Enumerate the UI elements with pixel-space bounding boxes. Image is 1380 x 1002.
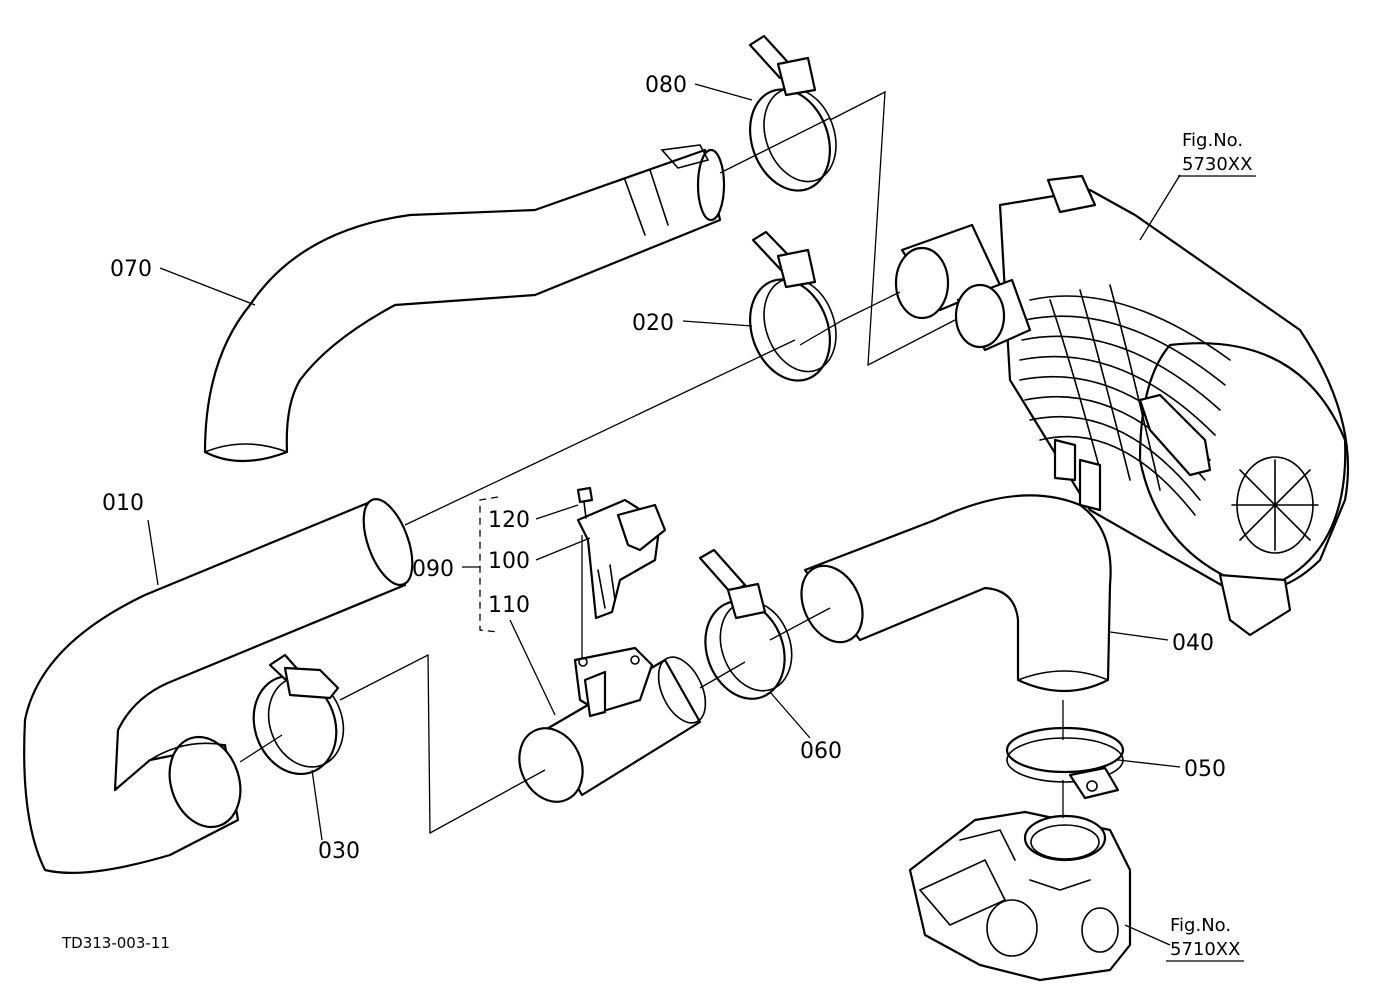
- part-050-band-clamp[interactable]: [1005, 726, 1125, 800]
- drawing-id: TD313-003-11: [61, 934, 170, 952]
- label-040[interactable]: 040: [1172, 631, 1214, 656]
- label-020[interactable]: 020: [632, 311, 674, 336]
- label-010[interactable]: 010: [102, 491, 144, 516]
- air-cleaner-assembly: [894, 174, 1350, 637]
- connection-lines: [147, 83, 1181, 946]
- label-100[interactable]: 100: [488, 549, 530, 574]
- label-070[interactable]: 070: [110, 257, 152, 282]
- part-010-lower-hose[interactable]: [23, 493, 422, 874]
- part-080-clamp[interactable]: [737, 34, 849, 202]
- throttle-body-assembly: [908, 810, 1132, 982]
- figref-throttle-body-line2: 5710XX: [1170, 939, 1240, 960]
- label-090[interactable]: 090: [412, 557, 454, 582]
- part-060-clamp[interactable]: [692, 548, 803, 710]
- label-110[interactable]: 110: [488, 593, 530, 618]
- figref-air-cleaner[interactable]: Fig.No. 5730XX: [1178, 130, 1256, 177]
- figref-throttle-body[interactable]: Fig.No. 5710XX: [1166, 915, 1244, 962]
- label-060[interactable]: 060: [800, 739, 842, 764]
- label-050[interactable]: 050: [1184, 757, 1226, 782]
- part-110-sensor-tube[interactable]: [508, 646, 715, 812]
- part-020-clamp[interactable]: [737, 230, 849, 392]
- part-100-airflow-sensor[interactable]: [576, 498, 667, 620]
- label-080[interactable]: 080: [645, 73, 687, 98]
- bracket-090-group: [479, 496, 499, 633]
- figref-air-cleaner-line1: Fig.No.: [1182, 130, 1243, 151]
- label-120[interactable]: 120: [488, 508, 530, 533]
- part-040-elbow-hose[interactable]: [790, 494, 1112, 693]
- figref-throttle-body-line1: Fig.No.: [1170, 915, 1231, 936]
- label-030[interactable]: 030: [318, 839, 360, 864]
- figref-air-cleaner-line2: 5730XX: [1182, 154, 1252, 175]
- part-030-clamp[interactable]: [240, 653, 355, 786]
- part-070-upper-hose[interactable]: [203, 144, 726, 463]
- part-120-screw[interactable]: [576, 486, 594, 519]
